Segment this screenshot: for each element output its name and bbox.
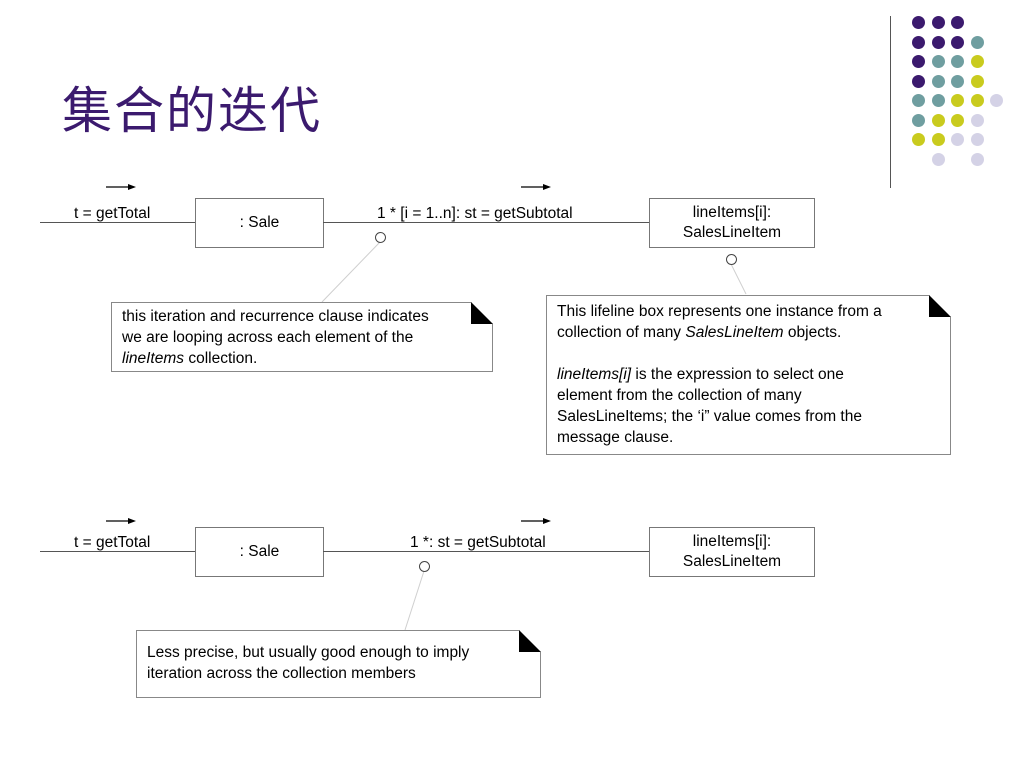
decorative-divider (890, 16, 891, 188)
note-line: this iteration and recurrence clause ind… (122, 308, 429, 325)
decorative-dot (970, 74, 984, 88)
decorative-dot (931, 133, 945, 146)
note-fold-icon (929, 295, 951, 317)
decorative-dot (970, 133, 984, 146)
note-line: we are looping across each element of th… (122, 328, 414, 346)
note-anchor-circle (726, 254, 737, 265)
decorative-dot (951, 74, 964, 88)
message-line-iteration (323, 222, 649, 223)
decorative-dot (951, 133, 964, 146)
decorative-dot (931, 74, 945, 88)
sale-lifeline-label: : Sale (239, 213, 280, 231)
incoming-message-label: t = getTotal (74, 534, 151, 551)
note-line: lineItems[i] is the expression to select… (557, 365, 844, 383)
decorative-dot (951, 55, 964, 68)
decorative-dot (931, 113, 945, 127)
decorative-dot (970, 94, 984, 107)
incoming-message-label: t = getTotal (74, 205, 151, 222)
note-line: message clause. (557, 428, 674, 446)
decorative-dot (912, 16, 925, 29)
note-line: SalesLineItems; the ‘i” value comes from… (557, 407, 862, 425)
decorative-dot (912, 133, 925, 146)
decorative-dot (912, 94, 925, 107)
message-line-iteration (323, 551, 649, 552)
message-line-incoming (40, 222, 195, 223)
note-line: lineItems collection. (122, 349, 258, 367)
arrow-right-icon (106, 518, 136, 524)
note-anchor-circle (375, 232, 386, 243)
lineitems-lifeline-label-1: lineItems[i]: (692, 203, 772, 221)
note-fold-icon (519, 630, 541, 652)
decorative-dot (951, 94, 964, 107)
decorative-dot (931, 152, 945, 166)
decorative-dot (990, 94, 1003, 107)
lineitems-lifeline-box: lineItems[i]: SalesLineItem (649, 527, 815, 577)
sale-lifeline-box: : Sale (195, 198, 324, 248)
note-less-precise: Less precise, but usually good enough to… (136, 630, 541, 698)
slide-title: 集合的迭代 (62, 82, 322, 140)
iteration-message-label: 1 *: st = getSubtotal (410, 534, 546, 551)
decorative-dot (931, 35, 945, 49)
sale-lifeline-label: : Sale (239, 542, 280, 560)
lineitems-lifeline-label-2: SalesLineItem (682, 553, 782, 570)
decorative-dot (970, 152, 984, 166)
note-line: This lifeline box represents one instanc… (557, 303, 882, 320)
decorative-dot (931, 16, 945, 29)
sale-lifeline-box: : Sale (195, 527, 324, 577)
decorative-dot (970, 113, 984, 127)
decorative-dot (931, 55, 945, 68)
note-anchor-circle (419, 561, 430, 572)
note-lifeline-explanation: This lifeline box represents one instanc… (546, 295, 951, 455)
decorative-dot (912, 55, 925, 68)
decorative-dot (912, 74, 925, 88)
note-line: Less precise, but usually good enough to… (147, 644, 470, 661)
decorative-dot (912, 113, 925, 127)
note-iteration-clause: this iteration and recurrence clause ind… (111, 302, 493, 372)
arrow-right-icon (521, 184, 551, 190)
decorative-dot (951, 16, 964, 29)
note-line: collection of many SalesLineItem objects… (557, 323, 842, 341)
decorative-dot (970, 35, 984, 49)
decorative-dot (951, 113, 964, 127)
note-fold-icon (471, 302, 493, 324)
iteration-message-label: 1 * [i = 1..n]: st = getSubtotal (377, 205, 573, 222)
message-line-incoming (40, 551, 195, 552)
decorative-dot (970, 55, 984, 68)
lineitems-lifeline-label-1: lineItems[i]: (692, 532, 772, 550)
arrow-right-icon (106, 184, 136, 190)
note-line: element from the collection of many (557, 386, 802, 404)
lineitems-lifeline-label-2: SalesLineItem (682, 224, 782, 241)
decorative-dot (951, 35, 964, 49)
decorative-dot (912, 35, 925, 49)
lineitems-lifeline-box: lineItems[i]: SalesLineItem (649, 198, 815, 248)
arrow-right-icon (521, 518, 551, 524)
decorative-dot (931, 94, 945, 107)
note-line: iteration across the collection members (147, 664, 416, 682)
